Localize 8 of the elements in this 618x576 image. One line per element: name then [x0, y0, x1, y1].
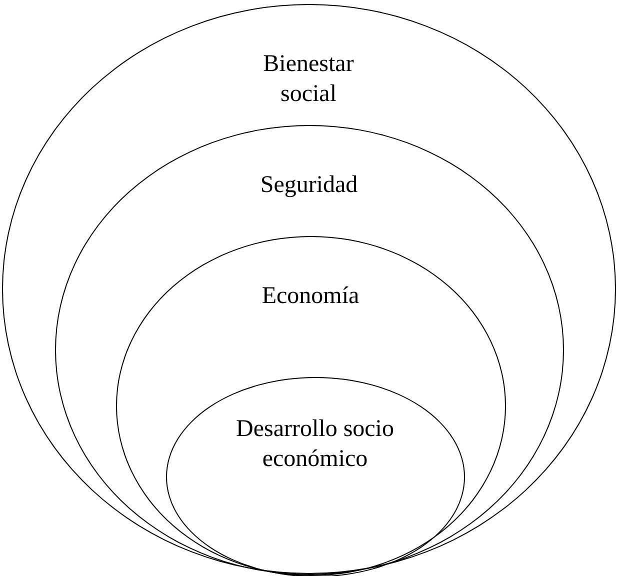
ellipse-label: Desarrollo socio económico [235, 415, 395, 474]
ellipse-label: Bienestar social [262, 50, 355, 109]
ellipse-label: Economía [260, 282, 360, 311]
nested-ellipse [55, 125, 564, 575]
ellipse-label: Seguridad [259, 171, 359, 200]
nested-ellipse [116, 236, 506, 576]
nested-ellipse [166, 377, 465, 576]
nested-ellipse [2, 4, 616, 574]
